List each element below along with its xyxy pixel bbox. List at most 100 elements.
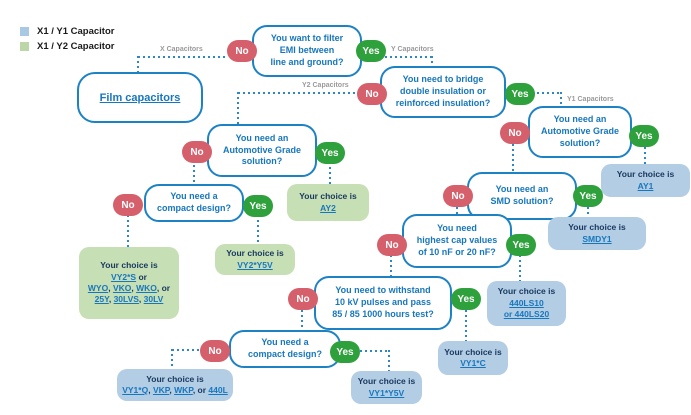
link-vy1c[interactable]: VY1*C	[460, 358, 486, 368]
link-440ls10[interactable]: 440LS10	[509, 297, 544, 308]
connector	[465, 310, 467, 342]
choice-440ls: Your choice is 440LS10 or 440LS20	[487, 281, 566, 326]
separator: , or	[192, 385, 209, 395]
yes-badge: Yes	[356, 40, 386, 62]
connector	[587, 207, 589, 218]
connector	[138, 56, 228, 58]
connector	[644, 147, 646, 165]
link-wyo[interactable]: WYO	[87, 283, 109, 293]
separator: , or	[156, 283, 171, 293]
link-wkp[interactable]: WKP	[174, 385, 193, 395]
decision-line: You want to filter	[270, 33, 344, 44]
decision-bridge-insulation: You need to bridge double insulation or …	[380, 66, 506, 118]
connector	[301, 310, 303, 330]
choice-prefix: Your choice is	[146, 373, 204, 384]
legend-item-y1: X1 / Y1 Capacitor	[20, 26, 114, 37]
link-vko[interactable]: VKO	[112, 283, 132, 293]
decision-line: You need an	[553, 114, 607, 125]
decision-automotive-y2: You need an Automotive Grade solution?	[207, 124, 317, 177]
decision-line: You need	[437, 223, 477, 234]
yes-badge: Yes	[629, 125, 659, 147]
link-vy1q[interactable]: VY1*Q	[122, 385, 149, 395]
choice-prefix: Your choice is	[357, 376, 416, 387]
legend-item-y2: X1 / Y2 Capacitor	[20, 41, 114, 52]
choice-vy1q-vkp-wkp-440l: Your choice is VY1*Q, VKP, WKP, or 440L	[117, 369, 233, 401]
link-vy2s[interactable]: VY2*S	[111, 271, 137, 282]
branch-label-y-capacitors: Y Capacitors	[391, 46, 434, 53]
no-badge: No	[182, 141, 212, 163]
decision-line: of 10 nF or 20 nF?	[418, 246, 496, 257]
connector	[532, 92, 562, 94]
yes-badge: Yes	[573, 185, 603, 207]
separator: ,	[108, 294, 114, 305]
yes-badge: Yes	[506, 234, 536, 256]
decision-line: 10 kV pulses and pass	[334, 297, 432, 308]
link-25y[interactable]: 25Y	[94, 294, 109, 305]
yes-badge: Yes	[243, 195, 273, 217]
decision-line: You need to withstand	[335, 285, 431, 296]
connector	[360, 350, 390, 352]
separator: ,	[138, 294, 144, 305]
decision-line: You need to bridge	[402, 74, 484, 85]
decision-withstand-pulses: You need to withstand 10 kV pulses and p…	[314, 276, 452, 330]
choice-prefix: Your choice is	[100, 260, 158, 271]
decision-line: You need a	[261, 337, 309, 348]
no-badge: No	[288, 288, 318, 310]
film-capacitors-box: Film capacitors	[77, 72, 203, 123]
decision-filter-emi: You want to filter EMI between line and …	[252, 25, 362, 77]
legend-swatch-x1y2	[20, 42, 29, 51]
connector	[238, 92, 358, 94]
decision-line: You need an	[495, 184, 549, 195]
legend-swatch-x1y1	[20, 27, 29, 36]
choice-prefix: Your choice is	[568, 222, 626, 233]
no-badge: No	[200, 340, 230, 362]
decision-line: EMI between	[279, 45, 335, 56]
choice-prefix: Your choice is	[616, 169, 675, 180]
link-440l[interactable]: 440L	[208, 385, 228, 395]
choice-vy1c: Your choice is VY1*C	[438, 341, 508, 375]
decision-line: solution?	[241, 156, 283, 167]
separator: ,	[108, 283, 113, 293]
link-ay2[interactable]: AY2	[320, 202, 336, 213]
link-smdy1[interactable]: SMDY1	[582, 233, 612, 244]
link-30lvs[interactable]: 30LVS	[113, 294, 139, 305]
choice-smdy1: Your choice is SMDY1	[548, 217, 646, 250]
connector	[390, 255, 392, 277]
yes-badge: Yes	[451, 288, 481, 310]
link-30lv[interactable]: 30LV	[143, 294, 164, 305]
no-badge: No	[113, 194, 143, 216]
connector	[127, 215, 129, 248]
link-vy1y5v[interactable]: VY1*Y5V	[368, 387, 405, 398]
connector	[329, 162, 331, 185]
separator: ,	[131, 283, 137, 293]
connector	[172, 349, 201, 351]
decision-line: You need a	[170, 191, 218, 202]
link-vy2y5v[interactable]: VY2*Y5V	[237, 259, 273, 270]
choice-prefix: Your choice is	[299, 191, 357, 202]
connector	[257, 215, 259, 245]
connector	[237, 92, 239, 125]
link-440ls20[interactable]: or 440LS20	[503, 309, 550, 320]
link-vkp[interactable]: VKP	[152, 385, 170, 395]
choice-vy2y5v: Your choice is VY2*Y5V	[215, 244, 295, 275]
connector	[385, 56, 433, 58]
decision-line: compact design?	[156, 203, 231, 213]
decision-line: line and ground?	[270, 56, 344, 67]
choice-prefix: Your choice is	[497, 286, 556, 297]
branch-label-y1-capacitors: Y1 Capacitors	[567, 96, 614, 103]
film-capacitors-link[interactable]: Film capacitors	[99, 91, 181, 104]
decision-compact-y2: You need a compact design?	[144, 184, 244, 222]
no-badge: No	[357, 83, 387, 105]
connector	[388, 350, 390, 372]
decision-automotive-y1: You need an Automotive Grade solution?	[528, 106, 632, 158]
separator: ,	[148, 385, 153, 395]
connector	[560, 92, 562, 107]
no-badge: No	[443, 185, 473, 207]
link-wko[interactable]: WKO	[136, 283, 157, 293]
connector	[519, 255, 521, 282]
separator: ,	[169, 385, 175, 395]
link-ay1[interactable]: AY1	[637, 180, 654, 191]
decision-line: Automotive Grade	[222, 144, 301, 155]
no-badge: No	[500, 122, 530, 144]
